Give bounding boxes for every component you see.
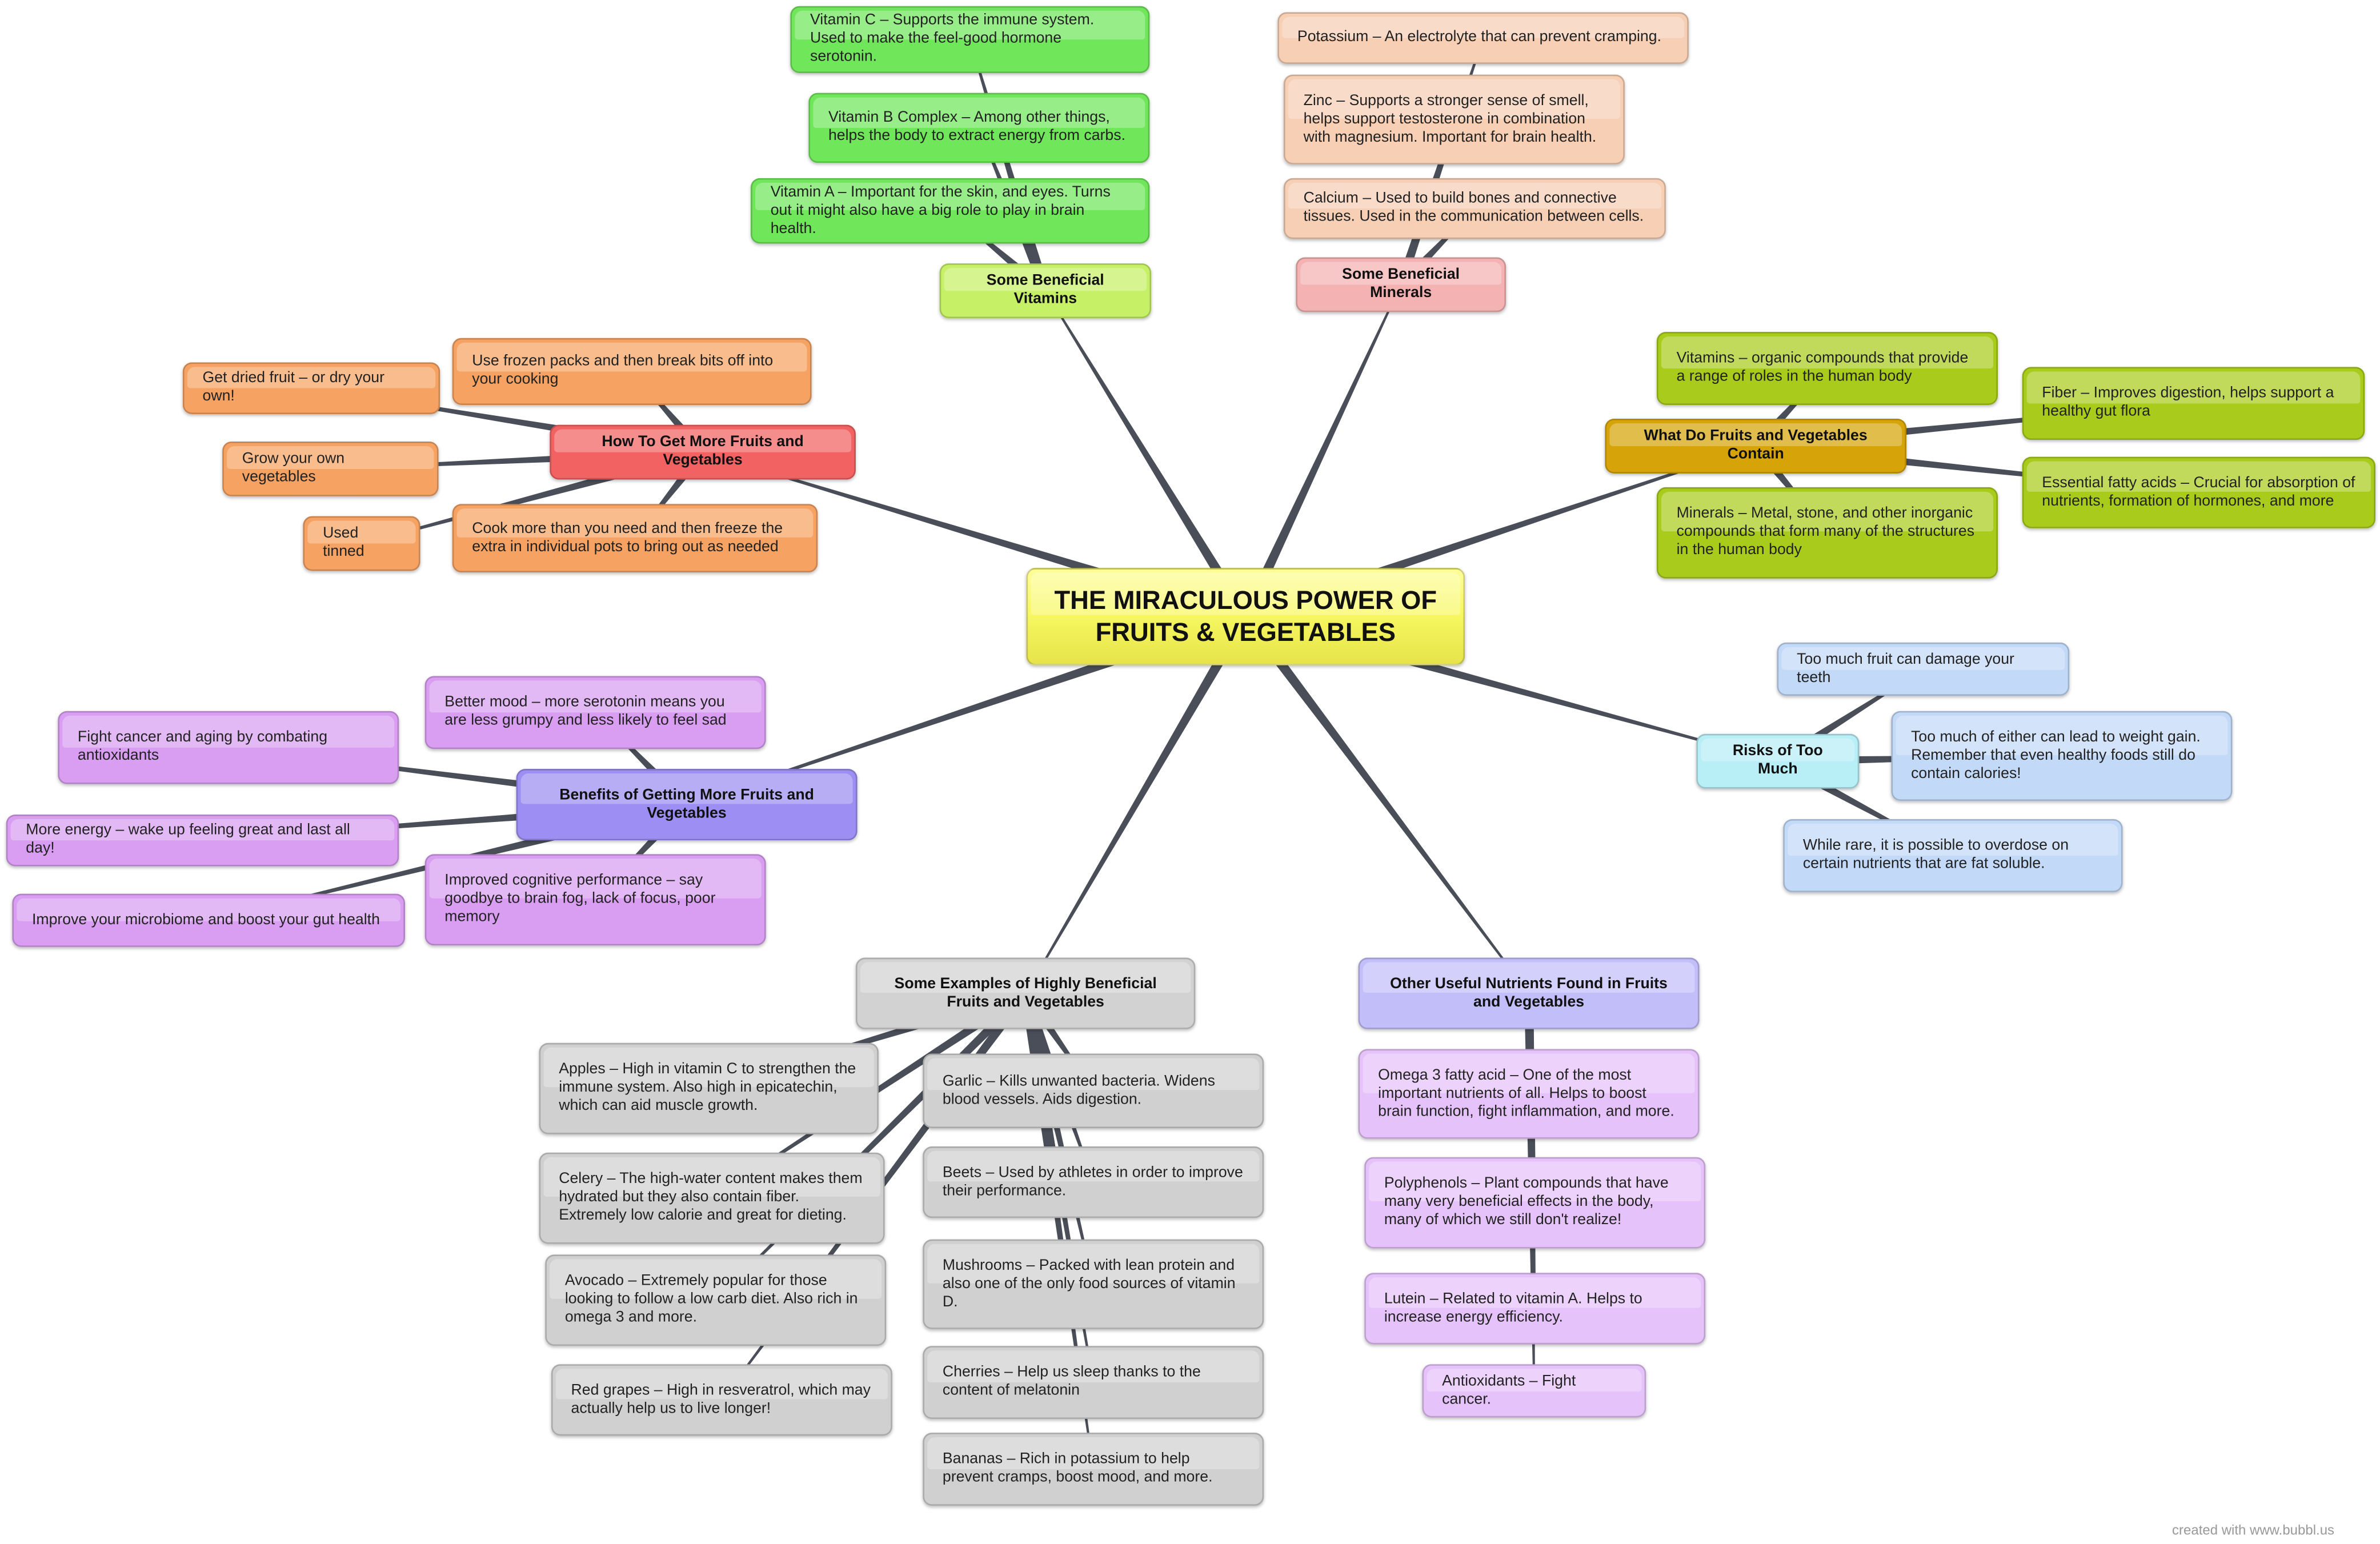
leaf-node-minerals-label: Zinc – Supports a stronger sense of smel… [1303,92,1597,146]
leaf-node-examples[interactable]: Avocado – Extremely popular for those lo… [545,1254,887,1346]
leaf-node-contain[interactable]: Essential fatty acids – Crucial for abso… [2022,456,2376,528]
branch-node-benefits[interactable]: Benefits of Getting More Fruits and Vege… [516,769,858,841]
leaf-node-risks-label: Too much of either can lead to weight ga… [1911,728,2201,782]
leaf-node-vitamins-label: Vitamin C – Supports the immune system. … [810,12,1095,66]
branch-node-risks[interactable]: Risks of Too Much [1696,733,1860,789]
leaf-node-nutrients[interactable]: Lutein – Related to vitamin A. Helps to … [1364,1273,1706,1345]
leaf-node-benefits[interactable]: Improved cognitive performance – say goo… [424,854,766,946]
leaf-node-benefits-label: Improved cognitive performance – say goo… [444,872,716,926]
leaf-node-howto[interactable]: Grow your own vegetables [222,441,439,496]
leaf-node-examples[interactable]: Cherries – Help us sleep thanks to the c… [923,1346,1264,1419]
leaf-node-examples[interactable]: Celery – The high-water content makes th… [539,1152,885,1244]
leaf-node-benefits-label: Improve your microbiome and boost your g… [31,911,380,928]
leaf-node-minerals[interactable]: Calcium – Used to build bones and connec… [1283,178,1666,239]
leaf-node-howto[interactable]: Used tinned [303,516,420,571]
leaf-node-minerals-label: Potassium – An electrolyte that can prev… [1297,29,1661,46]
leaf-node-howto[interactable]: Use frozen packs and then break bits off… [452,338,812,405]
leaf-node-benefits-label: More energy – wake up feeling great and … [26,822,350,857]
leaf-node-contain-label: Minerals – Metal, stone, and other inorg… [1676,505,1975,559]
leaf-node-howto[interactable]: Get dried fruit – or dry your own! [182,362,440,414]
connector-vitamins-0 [969,39,1050,292]
leaf-node-benefits-label: Fight cancer and aging by combating anti… [77,729,328,765]
leaf-node-examples[interactable]: Apples – High in vitamin C to strengthen… [539,1042,879,1134]
leaf-node-vitamins-label: Vitamin B Complex – Among other things, … [828,109,1126,145]
leaf-node-examples[interactable]: Mushrooms – Packed with lean protein and… [923,1239,1264,1329]
leaf-node-vitamins-label: Vitamin A – Important for the skin, and … [770,183,1111,237]
leaf-node-examples-label: Cherries – Help us sleep thanks to the c… [942,1364,1201,1399]
leaf-node-howto-label: Get dried fruit – or dry your own! [202,370,385,405]
branch-node-benefits-label: Benefits of Getting More Fruits and Vege… [559,786,814,821]
leaf-node-benefits[interactable]: Better mood – more serotonin means you a… [424,676,766,749]
connector-center-vitamins [1044,290,1251,620]
leaf-node-vitamins[interactable]: Vitamin B Complex – Among other things, … [808,93,1150,163]
leaf-node-examples[interactable]: Garlic – Kills unwanted bacteria. Widens… [923,1053,1264,1129]
leaf-node-contain-label: Fiber – Improves digestion, helps suppor… [2042,385,2334,420]
branch-node-vitamins[interactable]: Some Beneficial Vitamins [939,263,1152,319]
leaf-node-examples-label: Mushrooms – Packed with lean protein and… [942,1257,1236,1310]
leaf-node-examples-label: Bananas – Rich in potassium to help prev… [942,1451,1213,1486]
leaf-node-contain-label: Vitamins – organic compounds that provid… [1676,350,1969,386]
branch-node-howto[interactable]: How To Get More Fruits and Vegetables [550,424,856,480]
branch-node-nutrients-label: Other Useful Nutrients Found in Fruits a… [1390,975,1668,1010]
leaf-node-nutrients[interactable]: Omega 3 fatty acid – One of the most imp… [1358,1049,1700,1139]
leaf-node-examples[interactable]: Bananas – Rich in potassium to help prev… [923,1433,1264,1506]
leaf-node-examples-label: Beets – Used by athletes in order to imp… [942,1164,1243,1200]
connector-center-examples [1024,613,1251,994]
leaf-node-risks[interactable]: While rare, it is possible to overdose o… [1783,819,2123,892]
leaf-node-nutrients-label: Polyphenols – Plant compounds that have … [1384,1175,1669,1229]
central-topic-label: THE MIRACULOUS POWER OF FRUITS & VEGETAB… [1054,586,1437,647]
leaf-node-examples-label: Celery – The high-water content makes th… [559,1170,863,1224]
leaf-node-examples[interactable]: Beets – Used by athletes in order to imp… [923,1146,1264,1218]
central-topic-node[interactable]: THE MIRACULOUS POWER OF FRUITS & VEGETAB… [1026,568,1465,665]
branch-node-nutrients[interactable]: Other Useful Nutrients Found in Fruits a… [1358,957,1700,1029]
leaf-node-nutrients[interactable]: Antioxidants – Fight cancer. [1422,1364,1646,1418]
leaf-node-contain[interactable]: Vitamins – organic compounds that provid… [1656,332,1998,405]
leaf-node-examples[interactable]: Red grapes – High in resveratrol, which … [551,1364,892,1436]
leaf-node-benefits[interactable]: Improve your microbiome and boost your g… [12,893,405,947]
leaf-node-howto-label: Use frozen packs and then break bits off… [472,353,774,388]
leaf-node-nutrients-label: Omega 3 fatty acid – One of the most imp… [1378,1066,1674,1120]
leaf-node-contain[interactable]: Minerals – Metal, stone, and other inorg… [1656,487,1998,579]
branch-node-contain[interactable]: What Do Fruits and Vegetables Contain [1605,418,1907,474]
connector-center-minerals [1240,284,1402,619]
branch-node-examples[interactable]: Some Examples of Highly Beneficial Fruit… [855,957,1196,1029]
leaf-node-howto-label: Grow your own vegetables [242,450,345,486]
leaf-node-howto[interactable]: Cook more than you need and then freeze … [452,504,818,573]
footer-credit[interactable]: created with www.bubbl.us [2172,1522,2335,1538]
leaf-node-examples-label: Apples – High in vitamin C to strengthen… [559,1061,856,1115]
leaf-node-examples-label: Avocado – Extremely popular for those lo… [564,1273,858,1326]
leaf-node-vitamins[interactable]: Vitamin A – Important for the skin, and … [751,178,1150,244]
branch-node-risks-label: Risks of Too Much [1732,743,1823,779]
leaf-node-nutrients[interactable]: Polyphenols – Plant compounds that have … [1364,1157,1706,1249]
leaf-node-risks[interactable]: Too much fruit can damage your teeth [1777,642,2070,696]
leaf-node-examples-label: Garlic – Kills unwanted bacteria. Widens… [942,1072,1215,1108]
leaf-node-examples-label: Red grapes – High in resveratrol, which … [571,1381,871,1417]
leaf-node-contain[interactable]: Fiber – Improves digestion, helps suppor… [2022,367,2365,440]
leaf-node-risks-label: While rare, it is possible to overdose o… [1802,837,2069,873]
leaf-node-minerals-label: Calcium – Used to build bones and connec… [1303,190,1644,226]
branch-node-examples-label: Some Examples of Highly Beneficial Fruit… [894,975,1157,1010]
branch-node-minerals[interactable]: Some Beneficial Minerals [1296,257,1506,312]
leaf-node-risks[interactable]: Too much of either can lead to weight ga… [1891,711,2233,801]
leaf-node-vitamins[interactable]: Vitamin C – Supports the immune system. … [790,6,1150,73]
leaf-node-benefits[interactable]: Fight cancer and aging by combating anti… [58,711,399,784]
leaf-node-nutrients-label: Antioxidants – Fight cancer. [1442,1372,1576,1408]
leaf-node-howto-label: Used tinned [323,525,364,560]
branch-node-howto-label: How To Get More Fruits and Vegetables [602,434,804,469]
branch-node-minerals-label: Some Beneficial Minerals [1342,266,1460,302]
leaf-node-nutrients-label: Lutein – Related to vitamin A. Helps to … [1384,1290,1642,1326]
branch-node-contain-label: What Do Fruits and Vegetables Contain [1644,427,1868,463]
leaf-node-risks-label: Too much fruit can damage your teeth [1797,651,2014,686]
leaf-node-minerals[interactable]: Zinc – Supports a stronger sense of smel… [1283,74,1625,165]
leaf-node-benefits-label: Better mood – more serotonin means you a… [444,694,727,729]
leaf-node-minerals[interactable]: Potassium – An electrolyte that can prev… [1277,12,1689,64]
leaf-node-benefits[interactable]: More energy – wake up feeling great and … [6,814,399,867]
branch-node-vitamins-label: Some Beneficial Vitamins [986,272,1104,308]
leaf-node-howto-label: Cook more than you need and then freeze … [472,520,783,555]
connector-center-nutrients [1241,613,1530,994]
leaf-node-contain-label: Essential fatty acids – Crucial for abso… [2042,474,2355,510]
